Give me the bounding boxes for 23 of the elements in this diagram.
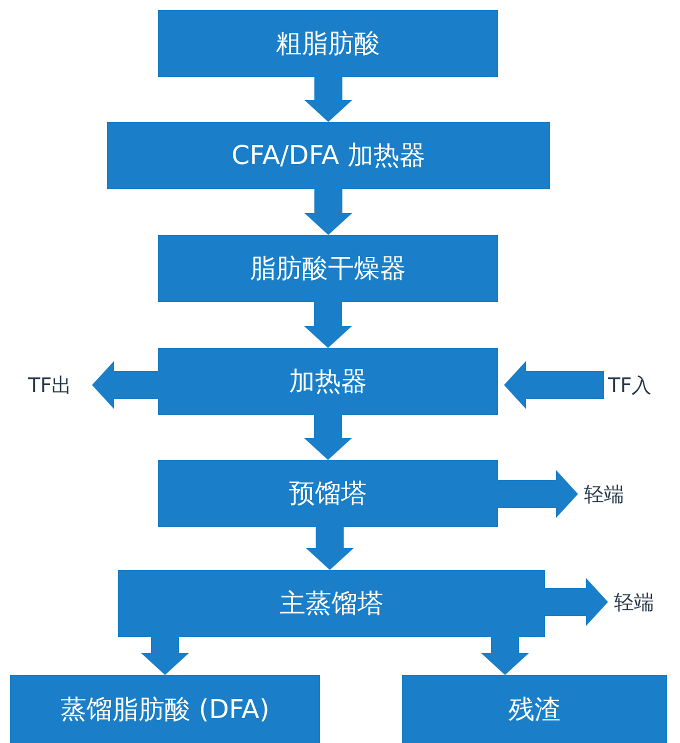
block-arrow — [498, 470, 578, 518]
process-box: 脂肪酸干燥器 — [158, 235, 498, 302]
process-box: 蒸馏脂肪酸 (DFA) — [10, 675, 320, 743]
process-box: 加热器 — [158, 348, 498, 415]
stream-label: 轻端 — [614, 588, 654, 616]
block-arrow — [304, 77, 352, 122]
block-arrow — [92, 361, 158, 409]
block-arrow — [306, 527, 354, 570]
block-arrow — [141, 637, 189, 675]
block-arrow — [504, 361, 604, 409]
block-arrow — [545, 578, 608, 626]
block-arrow — [304, 189, 352, 235]
stream-label: TF入 — [608, 372, 652, 398]
block-arrow — [304, 302, 352, 348]
stream-label: TF出 — [28, 372, 72, 398]
process-box: CFA/DFA 加热器 — [107, 122, 550, 189]
process-box: 主蒸馏塔 — [118, 570, 545, 637]
process-box: 粗脂肪酸 — [158, 10, 498, 77]
block-arrow — [304, 415, 352, 460]
stream-label: 轻端 — [584, 480, 624, 508]
process-box: 预馏塔 — [158, 460, 498, 527]
process-box: 残渣 — [402, 675, 667, 743]
block-arrow — [481, 637, 529, 675]
